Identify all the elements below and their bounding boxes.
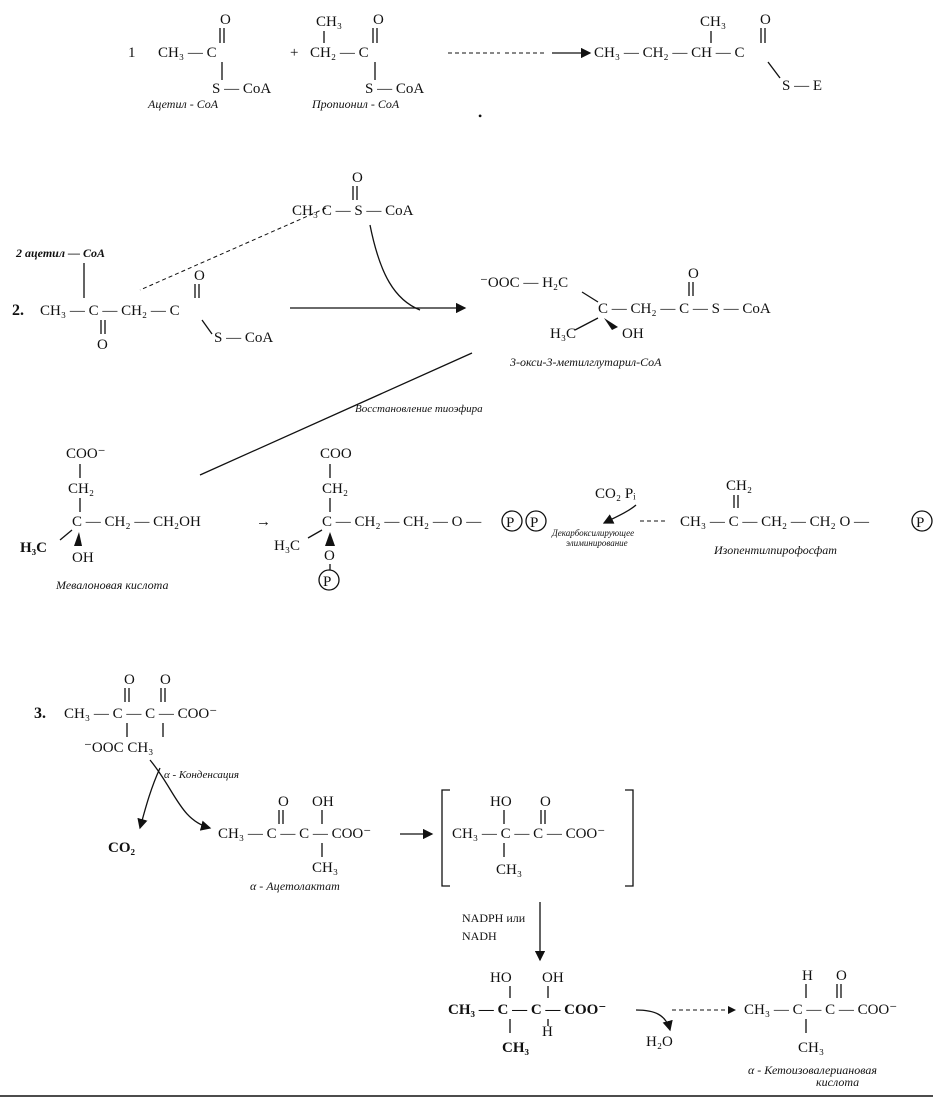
kiv-main: CH₃ — C — C — COO⁻ bbox=[744, 1002, 897, 1018]
acetyl-s-coa: S — CoA bbox=[212, 81, 271, 97]
pp-o: O bbox=[324, 548, 335, 564]
propionyl-o: O bbox=[373, 12, 384, 28]
ipp-name: Изопентилпирофосфат bbox=[713, 543, 837, 557]
acetyl-coa-name: Ацетил - CoA bbox=[147, 97, 219, 111]
plus-sign: + bbox=[290, 45, 298, 61]
acetolactate-ch3: CH₃ bbox=[312, 860, 338, 876]
nadh-label: NADH bbox=[462, 929, 497, 943]
acetoacetyl-s-coa: S — CoA bbox=[214, 330, 273, 346]
dot-mark: • bbox=[478, 109, 482, 123]
mevalonate-ch2: CH₂ bbox=[68, 481, 94, 497]
substrate-bottom: ⁻OOC CH₃ bbox=[84, 740, 153, 756]
pp-ch2: CH₂ bbox=[322, 481, 348, 497]
hmg-oh: OH bbox=[622, 326, 644, 342]
ipp-p: P bbox=[916, 515, 924, 531]
intermediate-ch3: CH₃ bbox=[496, 862, 522, 878]
acetyl-o: O bbox=[220, 12, 231, 28]
intermediate-o: O bbox=[540, 794, 551, 810]
top-acetyl-formula: CH₃ C — S — CoA bbox=[292, 203, 414, 219]
reaction-2: O CH₃ C — S — CoA 2 ацетил — CoA 2. O CH… bbox=[12, 170, 933, 592]
product-1-top: CH₃ bbox=[700, 14, 726, 30]
acetolactate-oh: OH bbox=[312, 794, 334, 810]
co2-released: CO₂ bbox=[108, 840, 136, 856]
propionyl-formula: CH₂ — C bbox=[310, 45, 369, 61]
dihydroxy-h: H bbox=[542, 1024, 553, 1040]
kiv-o: O bbox=[836, 968, 847, 984]
reaction-1-number: 1 bbox=[128, 45, 136, 61]
pp-p1: P bbox=[506, 515, 514, 531]
acetoacetyl-o-top: O bbox=[194, 268, 205, 284]
product-1-formula: CH₃ — CH₂ — CH — C bbox=[594, 45, 744, 61]
hmg-o: O bbox=[688, 266, 699, 282]
decarb-label-2: элиминирование bbox=[566, 538, 628, 548]
pp-phosphate-3 bbox=[318, 569, 340, 591]
pp-main: C — CH₂ — CH₂ — O — bbox=[322, 514, 482, 530]
two-acetyl-coa-label: 2 ацетил — CoA bbox=[15, 246, 105, 260]
hmg-main: C — CH₂ — C — S — CoA bbox=[598, 301, 771, 317]
acetolactate-name: α - Ацетолактат bbox=[250, 879, 340, 893]
product-1-o: O bbox=[760, 12, 771, 28]
propionyl-top: CH₃ bbox=[316, 14, 342, 30]
decarb-label-1: Декарбоксилирующее bbox=[551, 528, 634, 538]
mevalonate-main: C — CH₂ — CH₂OH bbox=[72, 514, 201, 530]
pp-h3c: H₃C bbox=[274, 538, 300, 554]
substrate-o2: O bbox=[160, 672, 171, 688]
pp-p3: P bbox=[323, 574, 331, 590]
ipp-top: CH₂ bbox=[726, 478, 752, 494]
pp-p2: P bbox=[530, 515, 538, 531]
dihydroxy-main: CH₃ — C — C — COO⁻ bbox=[448, 1002, 606, 1018]
kiv-ch3: CH₃ bbox=[798, 1040, 824, 1056]
mevalonate-h3c: H₃C bbox=[20, 540, 47, 556]
arrow-to-pyrophosphate: → bbox=[256, 514, 271, 530]
condensation-label: α - Конденсация bbox=[164, 769, 239, 781]
kiv-name-1: α - Кетоизовалериановая bbox=[748, 1063, 877, 1077]
bracket-right bbox=[625, 789, 634, 887]
pp-phosphate-1 bbox=[501, 510, 523, 532]
acetoacetyl-formula: CH₃ — C — CH₂ — C bbox=[40, 303, 180, 319]
propionyl-coa-name: Пропионил - CoA bbox=[311, 97, 400, 111]
reaction-1: 1 O CH₃ — C S — CoA Ацетил - CoA + CH₃ O… bbox=[128, 12, 822, 123]
pp-phosphate-2 bbox=[525, 510, 547, 532]
substrate-main: CH₃ — C — C — COO⁻ bbox=[64, 706, 217, 722]
bracket-left bbox=[441, 789, 450, 887]
kiv-name-2: кислота bbox=[816, 1075, 859, 1089]
ipp-phosphate bbox=[911, 510, 933, 532]
water-released: H₂O bbox=[646, 1034, 673, 1050]
reaction-2-number: 2. bbox=[12, 302, 24, 319]
reduction-label: Восстановление тиоэфира bbox=[355, 403, 483, 415]
intermediate-ho: HO bbox=[490, 794, 512, 810]
kiv-h: H bbox=[802, 968, 813, 984]
acetolactate-o: O bbox=[278, 794, 289, 810]
pp-coo: COO bbox=[320, 446, 352, 462]
dihydroxy-ch3: CH₃ bbox=[502, 1040, 530, 1056]
dihydroxy-oh: OH bbox=[542, 970, 564, 986]
hmg-coa-name: 3-окси-3-метилглутарил-CoA bbox=[509, 355, 662, 369]
hmg-h3c: H₃C bbox=[550, 326, 576, 342]
reaction-3-number: 3. bbox=[34, 705, 46, 722]
acetoacetyl-o-bottom: O bbox=[97, 337, 108, 353]
intermediate-main: CH₃ — C — C — COO⁻ bbox=[452, 826, 605, 842]
acetolactate-main: CH₃ — C — C — COO⁻ bbox=[218, 826, 371, 842]
dihydroxy-ho: HO bbox=[490, 970, 512, 986]
co2-pi: CO₂ Pᵢ bbox=[595, 486, 636, 502]
propionyl-s-coa: S — CoA bbox=[365, 81, 424, 97]
mevalonate-oh: OH bbox=[72, 550, 94, 566]
mevalonate-coo: COO⁻ bbox=[66, 446, 106, 462]
product-1-s-e: S — E bbox=[782, 78, 822, 94]
ipp-main: CH₃ — C — CH₂ — CH₂ O — bbox=[680, 514, 870, 530]
nadph-label: NADPH или bbox=[462, 911, 526, 925]
mevalonic-acid-name: Мевалоновая кислота bbox=[55, 578, 168, 592]
substrate-o1: O bbox=[124, 672, 135, 688]
hmg-left: ⁻OOC — H₂C bbox=[480, 275, 568, 291]
acetyl-formula: CH₃ — C bbox=[158, 45, 217, 61]
top-acetyl-o: O bbox=[352, 170, 363, 186]
reaction-3: O O 3. CH₃ — C — C — COO⁻ ⁻OOC CH₃ α - К… bbox=[34, 672, 897, 1089]
